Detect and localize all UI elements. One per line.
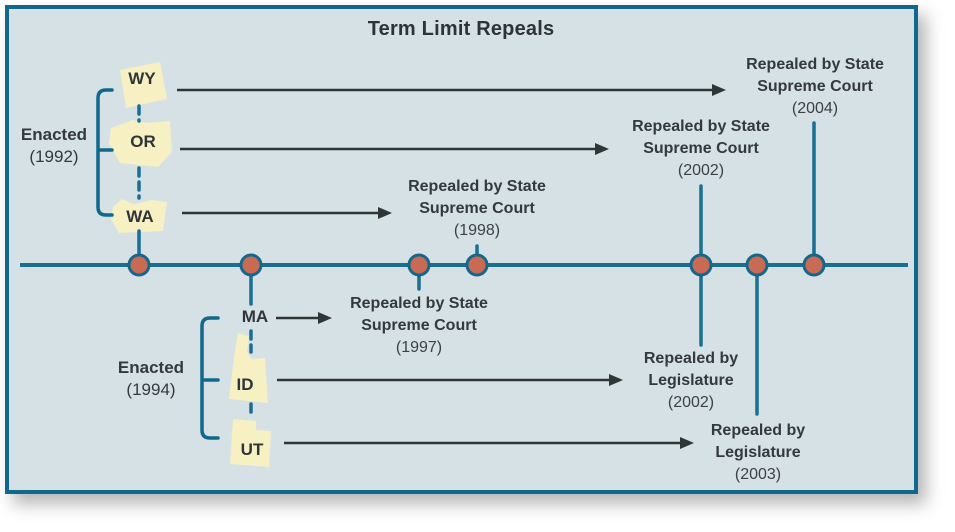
repeal-caption-or-2002: Repealed by State Supreme Court (2002) (632, 116, 770, 182)
dot-2002 (689, 253, 713, 277)
repeal-caption-line: Repealed by State (350, 295, 488, 312)
repeal-caption-year: (2002) (667, 394, 715, 411)
dot-enacted-1994 (239, 253, 263, 277)
repeal-caption-year: (2004) (791, 100, 839, 117)
state-note-or (109, 120, 172, 167)
dot-enacted-1992 (127, 253, 151, 277)
state-label-or: OR (130, 132, 156, 151)
state-note-wa (111, 199, 167, 233)
repeal-caption-line: Repealed by State (408, 178, 546, 195)
state-note-id (229, 333, 268, 403)
state-label-wy: WY (128, 69, 156, 88)
repeal-caption-year: (2003) (734, 466, 782, 483)
repeal-arrows (177, 84, 726, 449)
bracket-1992 (96, 88, 114, 217)
repeal-caption-line: Supreme Court (757, 78, 873, 95)
dot-1997 (407, 253, 431, 277)
enacted-1992-word: Enacted (20, 125, 88, 144)
repeal-caption-line: Repealed by State (632, 118, 770, 135)
repeal-caption-wa-1998: Repealed by State Supreme Court (1998) (408, 176, 546, 242)
enacted-brackets (96, 88, 220, 440)
repeal-caption-ma-1997: Repealed by State Supreme Court (1997) (350, 293, 488, 359)
repeal-caption-line: Repealed by (643, 350, 739, 367)
repeal-caption-wy-2004: Repealed by State Supreme Court (2004) (746, 54, 884, 120)
state-note-ut (230, 419, 271, 467)
state-note-wy (120, 62, 167, 108)
repeal-caption-line: Supreme Court (361, 317, 477, 334)
enacted-1994-word: Enacted (117, 358, 185, 377)
state-label-wa: WA (126, 207, 154, 226)
repeal-caption-id-2002: Repealed by Legislature (2002) (644, 348, 738, 414)
repeal-caption-line: Supreme Court (419, 200, 535, 217)
repeal-caption-line: Repealed by (710, 422, 806, 439)
state-label-id: ID (236, 375, 254, 394)
state-notes (109, 62, 271, 467)
repeal-caption-year: (1997) (395, 339, 443, 356)
repeal-caption-line: Legislature (715, 444, 801, 461)
bracket-1994 (200, 316, 220, 440)
enacted-1994-label: Enacted (1994) (118, 357, 184, 401)
repeal-caption-line: Legislature (648, 372, 734, 389)
figure-title: Term Limit Repeals (367, 18, 555, 40)
repeal-caption-year: (2002) (677, 162, 725, 179)
repeal-caption-ut-2003: Repealed by Legislature (2003) (711, 420, 805, 486)
timeline-dots (127, 253, 826, 277)
enacted-1992-year: (1992) (29, 147, 79, 166)
repeal-caption-line: Supreme Court (643, 140, 759, 157)
enacted-1994-year: (1994) (126, 380, 176, 399)
repeal-caption-line: Repealed by State (746, 56, 884, 73)
state-label-ut: UT (240, 440, 264, 459)
state-label-ma: MA (241, 307, 269, 326)
dot-1998 (465, 253, 489, 277)
enacted-1992-label: Enacted (1992) (21, 124, 87, 168)
dot-2004 (802, 253, 826, 277)
repeal-caption-year: (1998) (453, 222, 501, 239)
state-dashed-links (137, 104, 253, 419)
dot-2003 (745, 253, 769, 277)
